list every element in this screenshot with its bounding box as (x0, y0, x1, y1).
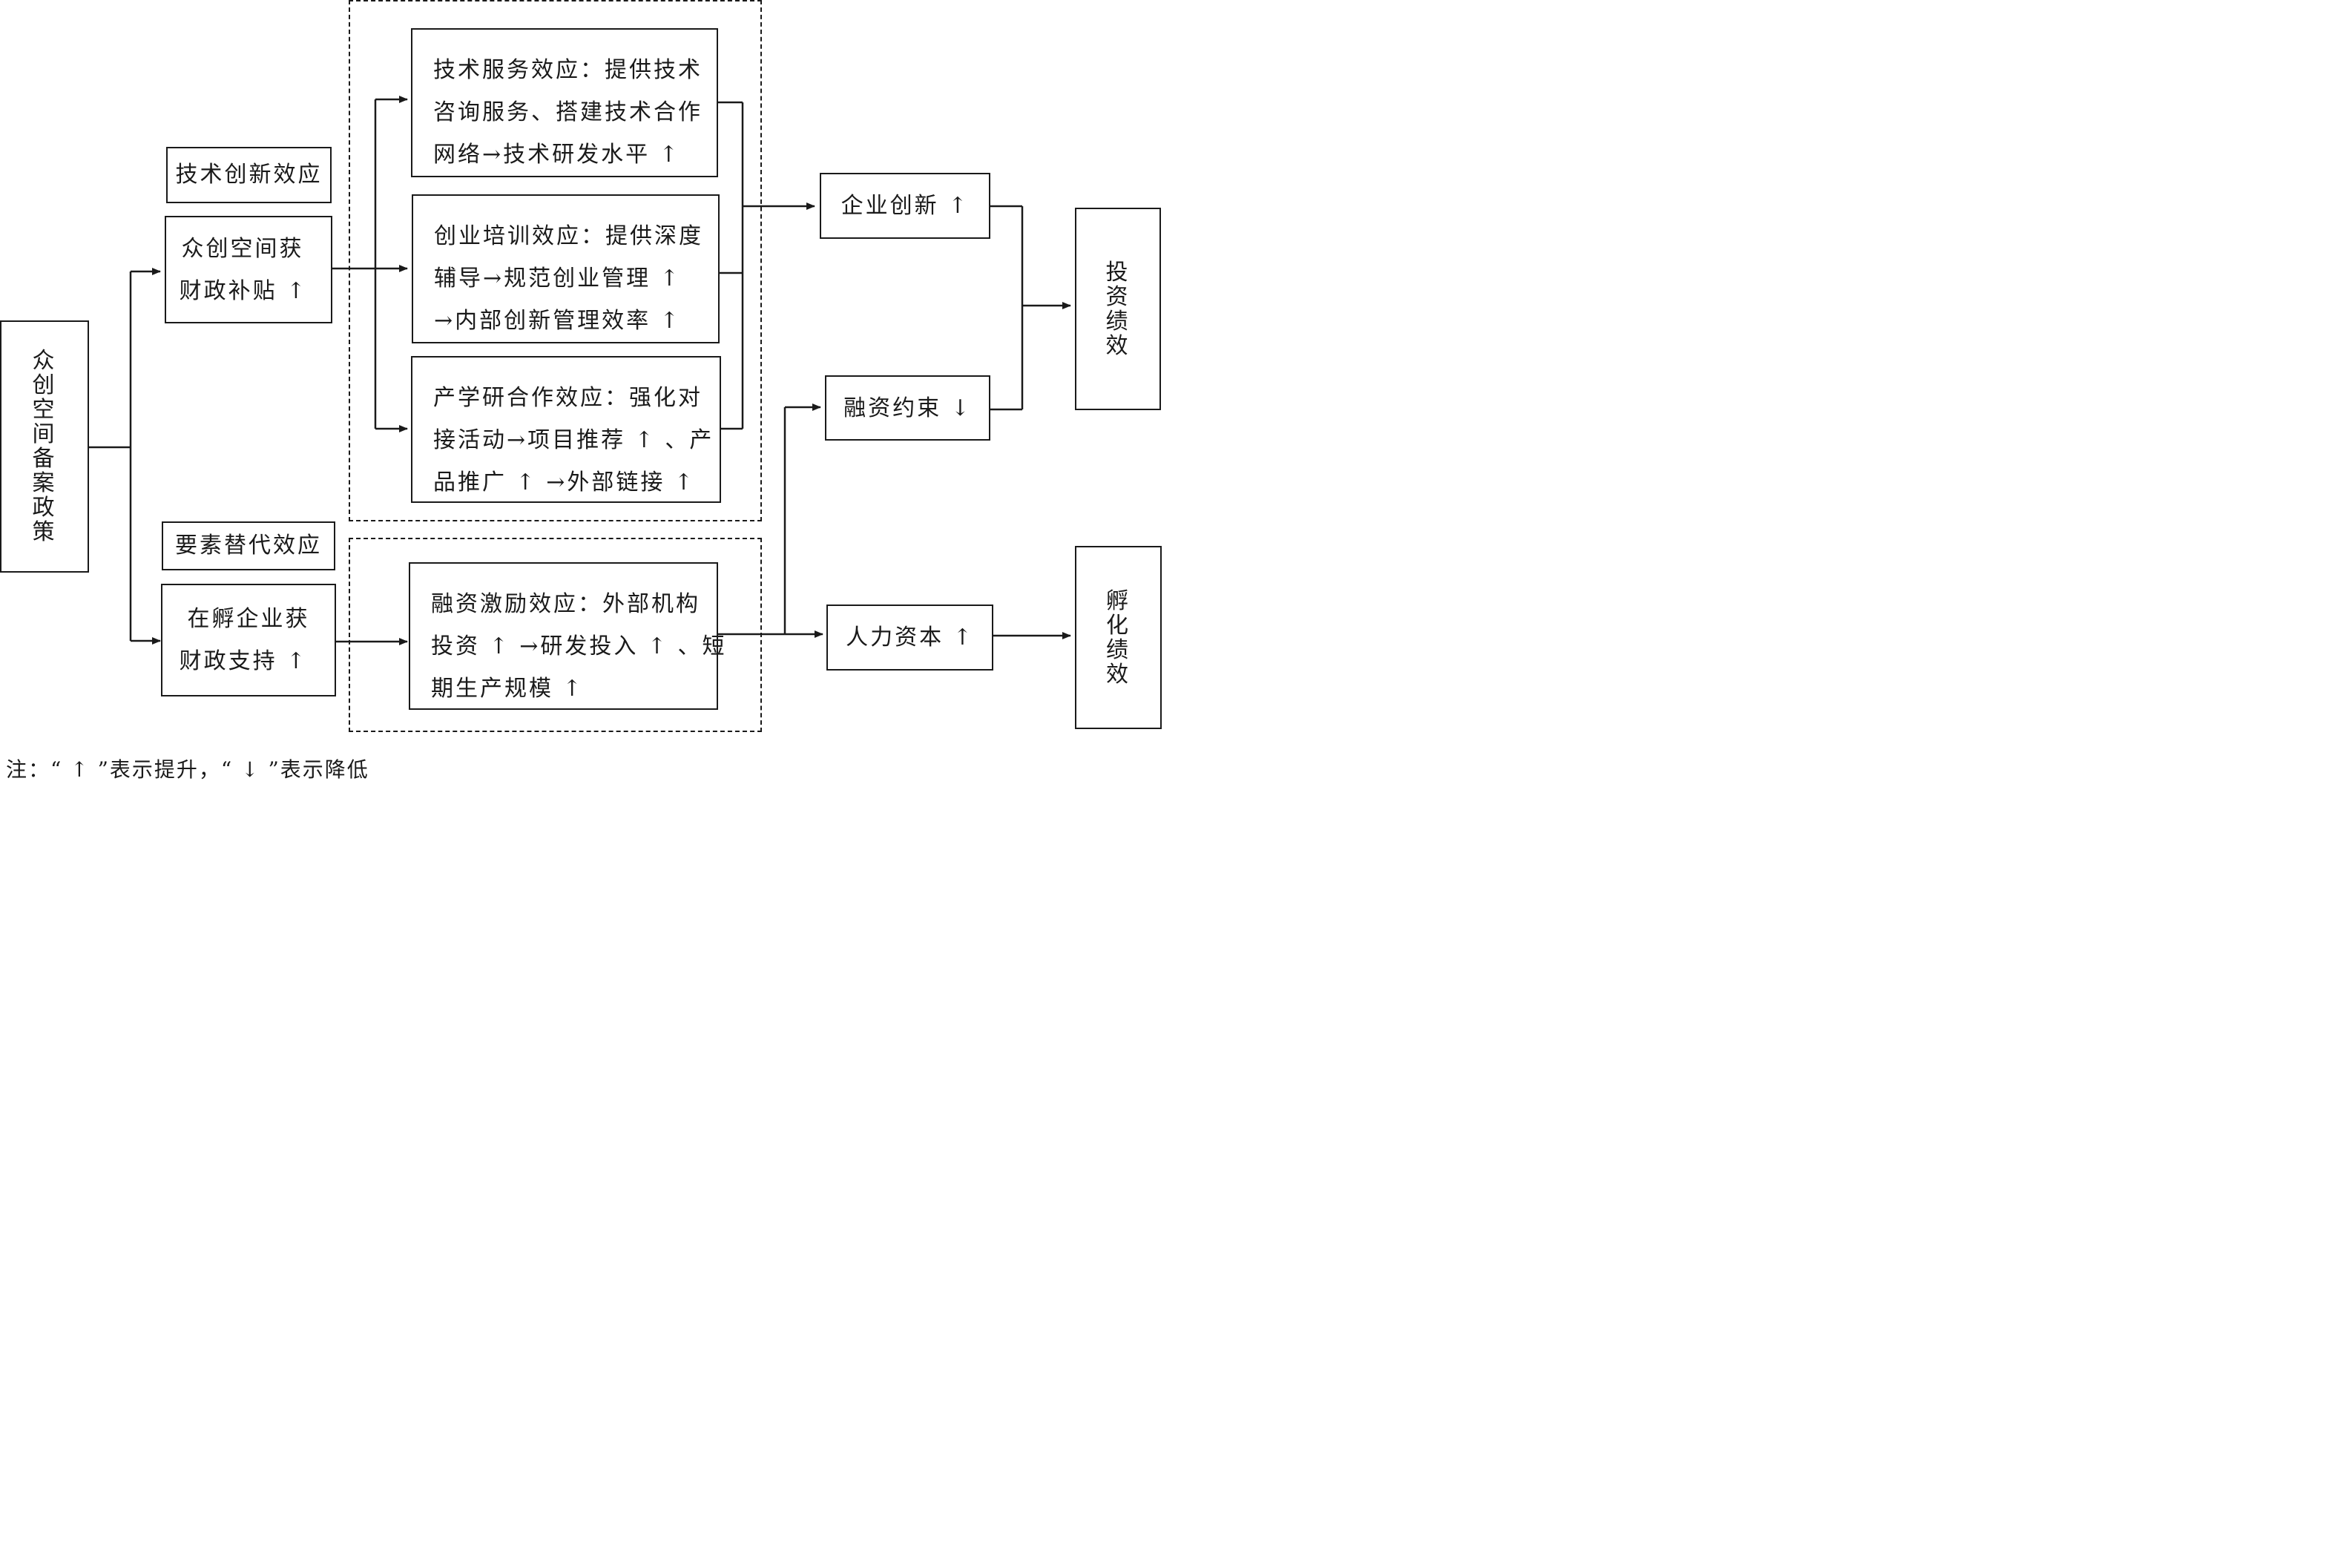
connector-layer (88, 96, 1071, 645)
subsidy-node: 众创空间获 财政补贴 ↑ (165, 216, 332, 323)
tech-innovation-label: 技术创新效应 (166, 147, 332, 203)
financing-constraint-node: 融资约束 ↓ (825, 375, 990, 441)
human-capital-node: 人力资本 ↑ (826, 605, 993, 671)
tech-innovation-group (349, 0, 762, 521)
tech-service-effect-node: 技术服务效应：提供技术 咨询服务、搭建技术合作 网络→技术研发水平 ↑ (411, 28, 718, 177)
diagram-note: 注：“ ↑ ”表示提升，“ ↓ ”表示降低 (6, 757, 369, 782)
support-node: 在孵企业获 财政支持 ↑ (161, 584, 336, 696)
cooperation-effect-node: 产学研合作效应：强化对 接活动→项目推荐 ↑ 、产 品推广 ↑ →外部链接 ↑ (411, 356, 721, 503)
financing-effect-node: 融资激励效应：外部机构 投资 ↑ →研发投入 ↑ 、短 期生产规模 ↑ (409, 562, 725, 710)
training-effect-node: 创业培训效应：提供深度 辅导→规范创业管理 ↑ →内部创新管理效率 ↑ (412, 194, 720, 343)
diagram-canvas: 众 创 空 间 备 案 政 策 技术创新效应 众创空间获 财政补贴 ↑ 要素替代… (0, 0, 1163, 789)
incubation-performance-node: 孵 化 绩 效 (1075, 546, 1162, 729)
factor-substitution-group (349, 538, 762, 732)
enterprise-innovation-node: 企业创新 ↑ (820, 173, 990, 239)
factor-substitution-label: 要素替代效应 (162, 521, 335, 570)
investment-performance-node: 投 资 绩 效 (1075, 208, 1161, 410)
policy-node: 众 创 空 间 备 案 政 策 (0, 320, 89, 573)
